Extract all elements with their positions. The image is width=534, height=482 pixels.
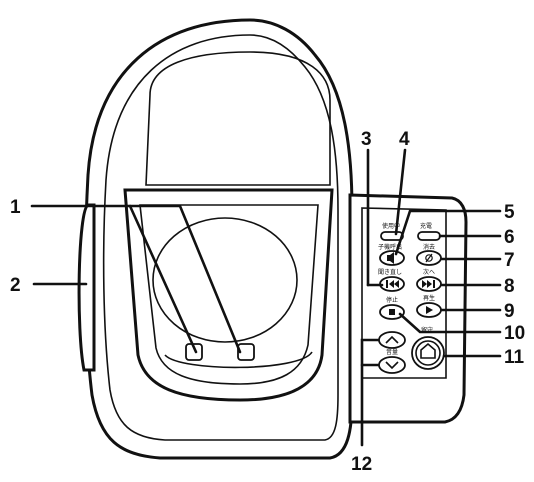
- control-panel-face: [361, 207, 447, 379]
- charge-label: 充電: [420, 222, 432, 230]
- volume-down-button[interactable]: [378, 356, 406, 374]
- callout-3: 3: [361, 129, 372, 150]
- leader-1: [30, 204, 242, 354]
- leader-lines: [30, 148, 502, 447]
- callout-12: 12: [351, 454, 372, 475]
- callout-8: 8: [504, 276, 515, 297]
- handset-cavity: [123, 188, 334, 402]
- leader-4: [394, 148, 407, 236]
- home-icon: [420, 342, 436, 359]
- callout-numbers: 1 2 3 4 5 6 7 8 9 10 11 12: [10, 129, 525, 475]
- callout-2: 2: [10, 275, 21, 296]
- speaker-label: 子機呼出: [378, 243, 402, 251]
- volume-up-button[interactable]: [378, 331, 406, 349]
- callout-9: 9: [504, 301, 515, 322]
- cradle-inner-shell: [102, 34, 339, 441]
- cavity-floor: [164, 351, 313, 369]
- callout-10: 10: [504, 323, 525, 344]
- stop-icon: [389, 309, 395, 315]
- answering-machine-ring: [415, 340, 441, 366]
- callout-5: 5: [504, 202, 515, 223]
- side-speaker-strip: [77, 203, 96, 372]
- charging-contact-left: [185, 343, 203, 361]
- repeat-label: 聞き直し: [378, 268, 402, 276]
- leader-5: [394, 209, 502, 256]
- callout-4: 4: [399, 129, 410, 150]
- chevron-down-icon: [385, 361, 399, 370]
- speaker-icon: [387, 252, 394, 264]
- charge-led: [417, 231, 441, 241]
- leader-10: [398, 312, 502, 334]
- play-icon: [426, 306, 433, 314]
- volume-label: 音量: [386, 348, 398, 356]
- callout-1: 1: [10, 197, 21, 218]
- callout-7: 7: [504, 250, 515, 271]
- leave-label: 留守: [421, 326, 433, 334]
- leader-1-branch: [128, 204, 198, 354]
- next-label: 次へ: [423, 268, 435, 276]
- chevron-up-icon: [385, 335, 399, 344]
- erase-icon: [425, 253, 433, 263]
- erase-label: 消去: [423, 243, 435, 251]
- cavity-bowl: [152, 217, 298, 343]
- charging-contact-right: [237, 343, 255, 361]
- handset-cavity-inner: [139, 204, 319, 385]
- cradle-top-window: [145, 51, 331, 186]
- next-icon: [422, 280, 435, 288]
- previous-icon: [386, 280, 399, 288]
- cradle-body: [77, 18, 354, 460]
- play-label: 再生: [423, 294, 435, 302]
- leader-12: [360, 338, 380, 447]
- callout-11: 11: [504, 347, 525, 368]
- stop-label: 停止: [386, 296, 398, 304]
- callout-6: 6: [504, 227, 515, 248]
- in-use-label: 使用中: [382, 222, 400, 230]
